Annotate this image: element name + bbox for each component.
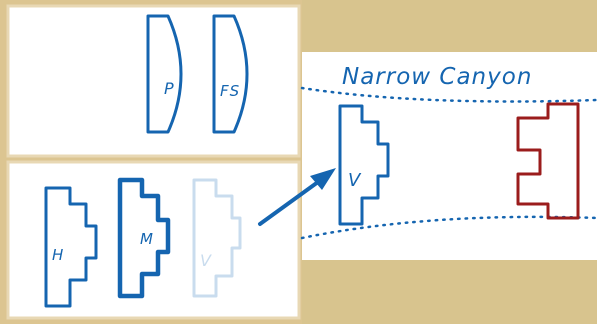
deploy-unit-h[interactable]: H xyxy=(44,186,98,308)
deploy-unit-m[interactable]: M xyxy=(117,177,171,299)
deploy-unit-v-moved[interactable]: V xyxy=(192,178,242,298)
arc-bracket-shape xyxy=(212,14,249,134)
unit-block-shape xyxy=(44,186,98,308)
unit-block-shape-faded xyxy=(192,178,242,298)
enemy-block-shape xyxy=(516,102,580,220)
unit-block-shape xyxy=(338,104,390,226)
deploy-panel xyxy=(6,160,301,320)
reserve-unit-label: P xyxy=(164,79,175,98)
move-arrow xyxy=(258,168,336,226)
terrain-unit-label: V xyxy=(348,170,362,191)
deploy-unit-label: V xyxy=(200,251,212,270)
enemy-unit[interactable] xyxy=(516,102,580,220)
unit-block-shape-selected xyxy=(117,177,171,299)
reserve-unit-fs[interactable]: FS xyxy=(212,14,249,134)
deploy-unit-label: H xyxy=(52,246,64,264)
deploy-card xyxy=(6,160,301,320)
arc-bracket-shape xyxy=(146,14,183,134)
terrain-panel: Narrow Canyon V xyxy=(300,0,597,324)
move-arrow-shaft xyxy=(258,180,320,226)
terrain-name: Narrow Canyon xyxy=(342,64,532,90)
move-arrow-head xyxy=(310,168,336,190)
reserve-unit-label: FS xyxy=(220,82,240,100)
deploy-unit-label: M xyxy=(140,230,154,248)
reserve-unit-p[interactable]: P xyxy=(146,14,183,134)
canyon-wall-top xyxy=(300,86,597,103)
terrain-unit-v[interactable]: V xyxy=(338,104,390,226)
